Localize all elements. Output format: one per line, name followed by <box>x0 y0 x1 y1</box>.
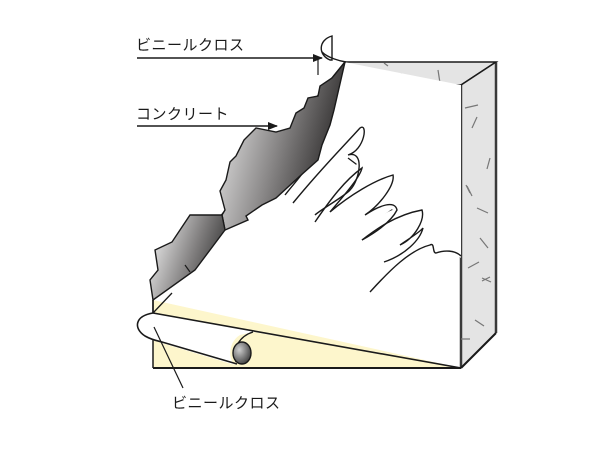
wall-right-face <box>459 61 498 369</box>
exposed-concrete <box>149 61 346 302</box>
vinyl-top-curl <box>317 35 347 75</box>
label-concrete: コンクリート <box>136 105 230 123</box>
leader-lines <box>137 54 323 389</box>
label-vinyl-cloth-bottom: ビニールクロス <box>172 394 281 412</box>
vinyl-bottom-roll <box>136 292 462 369</box>
label-vinyl-cloth-top: ビニールクロス <box>136 36 245 54</box>
leader-bottom-vinyl <box>153 326 184 389</box>
